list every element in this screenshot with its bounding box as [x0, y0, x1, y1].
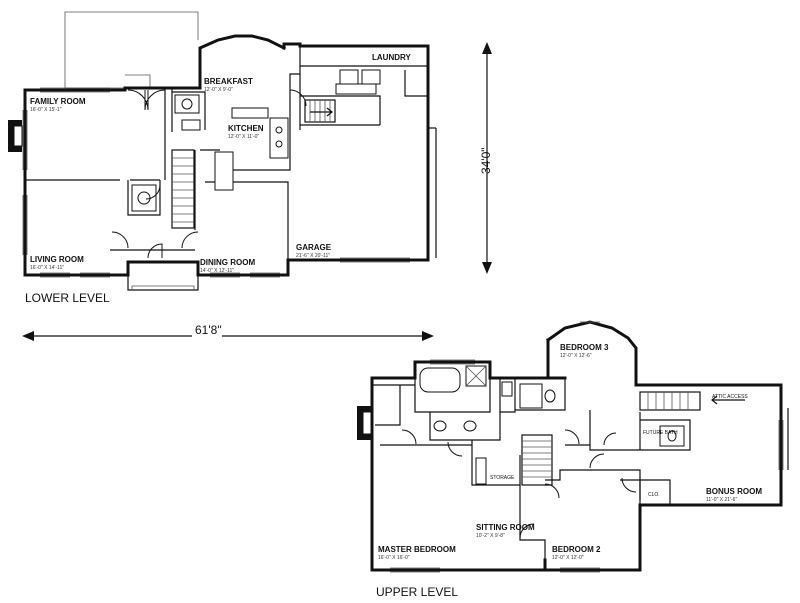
upper-bath-fixtures — [419, 365, 685, 485]
lower-room-labels: FAMILY ROOM 16'-0" X 15'-1" BREAKFAST 12… — [30, 53, 411, 274]
closet-label: CLO. — [648, 492, 660, 498]
living-room-dims: 16'-0" X 14'-11" — [30, 265, 64, 271]
family-room-label: FAMILY ROOM — [30, 97, 86, 106]
lower-stairs — [171, 99, 336, 229]
bedroom-2-dims: 12'-0" X 12'-0" — [552, 555, 584, 561]
breakfast-dims: 12'-0" X 9'-0" — [204, 87, 233, 93]
upper-doors — [401, 429, 637, 539]
patio-outline — [64, 11, 199, 89]
width-dimension: 61'8" — [22, 323, 434, 341]
sitting-room-dims: 10'-2" X 9'-8" — [476, 533, 505, 539]
kitchen-fixtures — [131, 69, 381, 212]
upper-stairs — [521, 391, 745, 486]
upper-interior-walls — [372, 362, 691, 570]
storage-label: STORAGE — [490, 475, 515, 481]
garage-dims: 21'-6" X 20'-11" — [296, 253, 330, 259]
garage-label: GARAGE — [296, 243, 332, 252]
front-steps — [127, 275, 199, 291]
depth-dimension-label: 34'0" — [479, 147, 493, 174]
attic-access-label: ATTIC ACCESS — [712, 394, 748, 400]
bonus-room-dims: 11'-0" X 21'-6" — [706, 497, 737, 503]
master-bedroom-label: MASTER BEDROOM — [378, 545, 456, 554]
family-room-dims: 16'-0" X 15'-1" — [30, 107, 62, 113]
upper-windows — [390, 321, 784, 573]
future-bath-label: FUTURE BATH — [643, 430, 678, 436]
breakfast-label: BREAKFAST — [204, 77, 253, 86]
lower-level-plan: FAMILY ROOM 16'-0" X 15'-1" BREAKFAST 12… — [8, 11, 437, 305]
bonus-room-label: BONUS ROOM — [706, 487, 762, 496]
lower-interior-walls — [25, 46, 428, 260]
kitchen-dims: 12'-0" X 11'-0" — [228, 134, 259, 140]
kitchen-label: KITCHEN — [228, 124, 264, 133]
lower-level-title: LOWER LEVEL — [25, 291, 110, 305]
dining-room-dims: 14'-0" X 12'-11" — [200, 268, 234, 274]
upper-chimney — [357, 406, 372, 440]
family-room-fireplace — [8, 120, 23, 152]
lower-doors — [111, 89, 307, 259]
upper-room-labels: BEDROOM 3 12'-0" X 12'-6" BONUS ROOM 11'… — [378, 343, 762, 561]
upper-exterior-walls — [370, 320, 789, 572]
upper-level-title: UPPER LEVEL — [376, 585, 458, 599]
width-dimension-label: 61'8" — [195, 323, 222, 337]
bedroom-3-label: BEDROOM 3 — [560, 343, 609, 352]
laundry-label: LAUNDRY — [372, 53, 411, 62]
depth-dimension: 34'0" — [479, 42, 493, 274]
upper-level-plan: BEDROOM 3 12'-0" X 12'-6" BONUS ROOM 11'… — [357, 320, 789, 599]
sitting-room-label: SITTING ROOM — [476, 523, 535, 532]
living-room-label: LIVING ROOM — [30, 255, 84, 264]
bedroom-2-label: BEDROOM 2 — [552, 545, 601, 554]
master-bedroom-dims: 16'-0" X 16'-0" — [378, 555, 410, 561]
lower-exterior-walls — [23, 34, 437, 277]
dining-room-label: DINING ROOM — [200, 258, 255, 267]
bedroom-3-dims: 12'-0" X 12'-6" — [560, 353, 592, 359]
lower-windows — [22, 87, 410, 278]
